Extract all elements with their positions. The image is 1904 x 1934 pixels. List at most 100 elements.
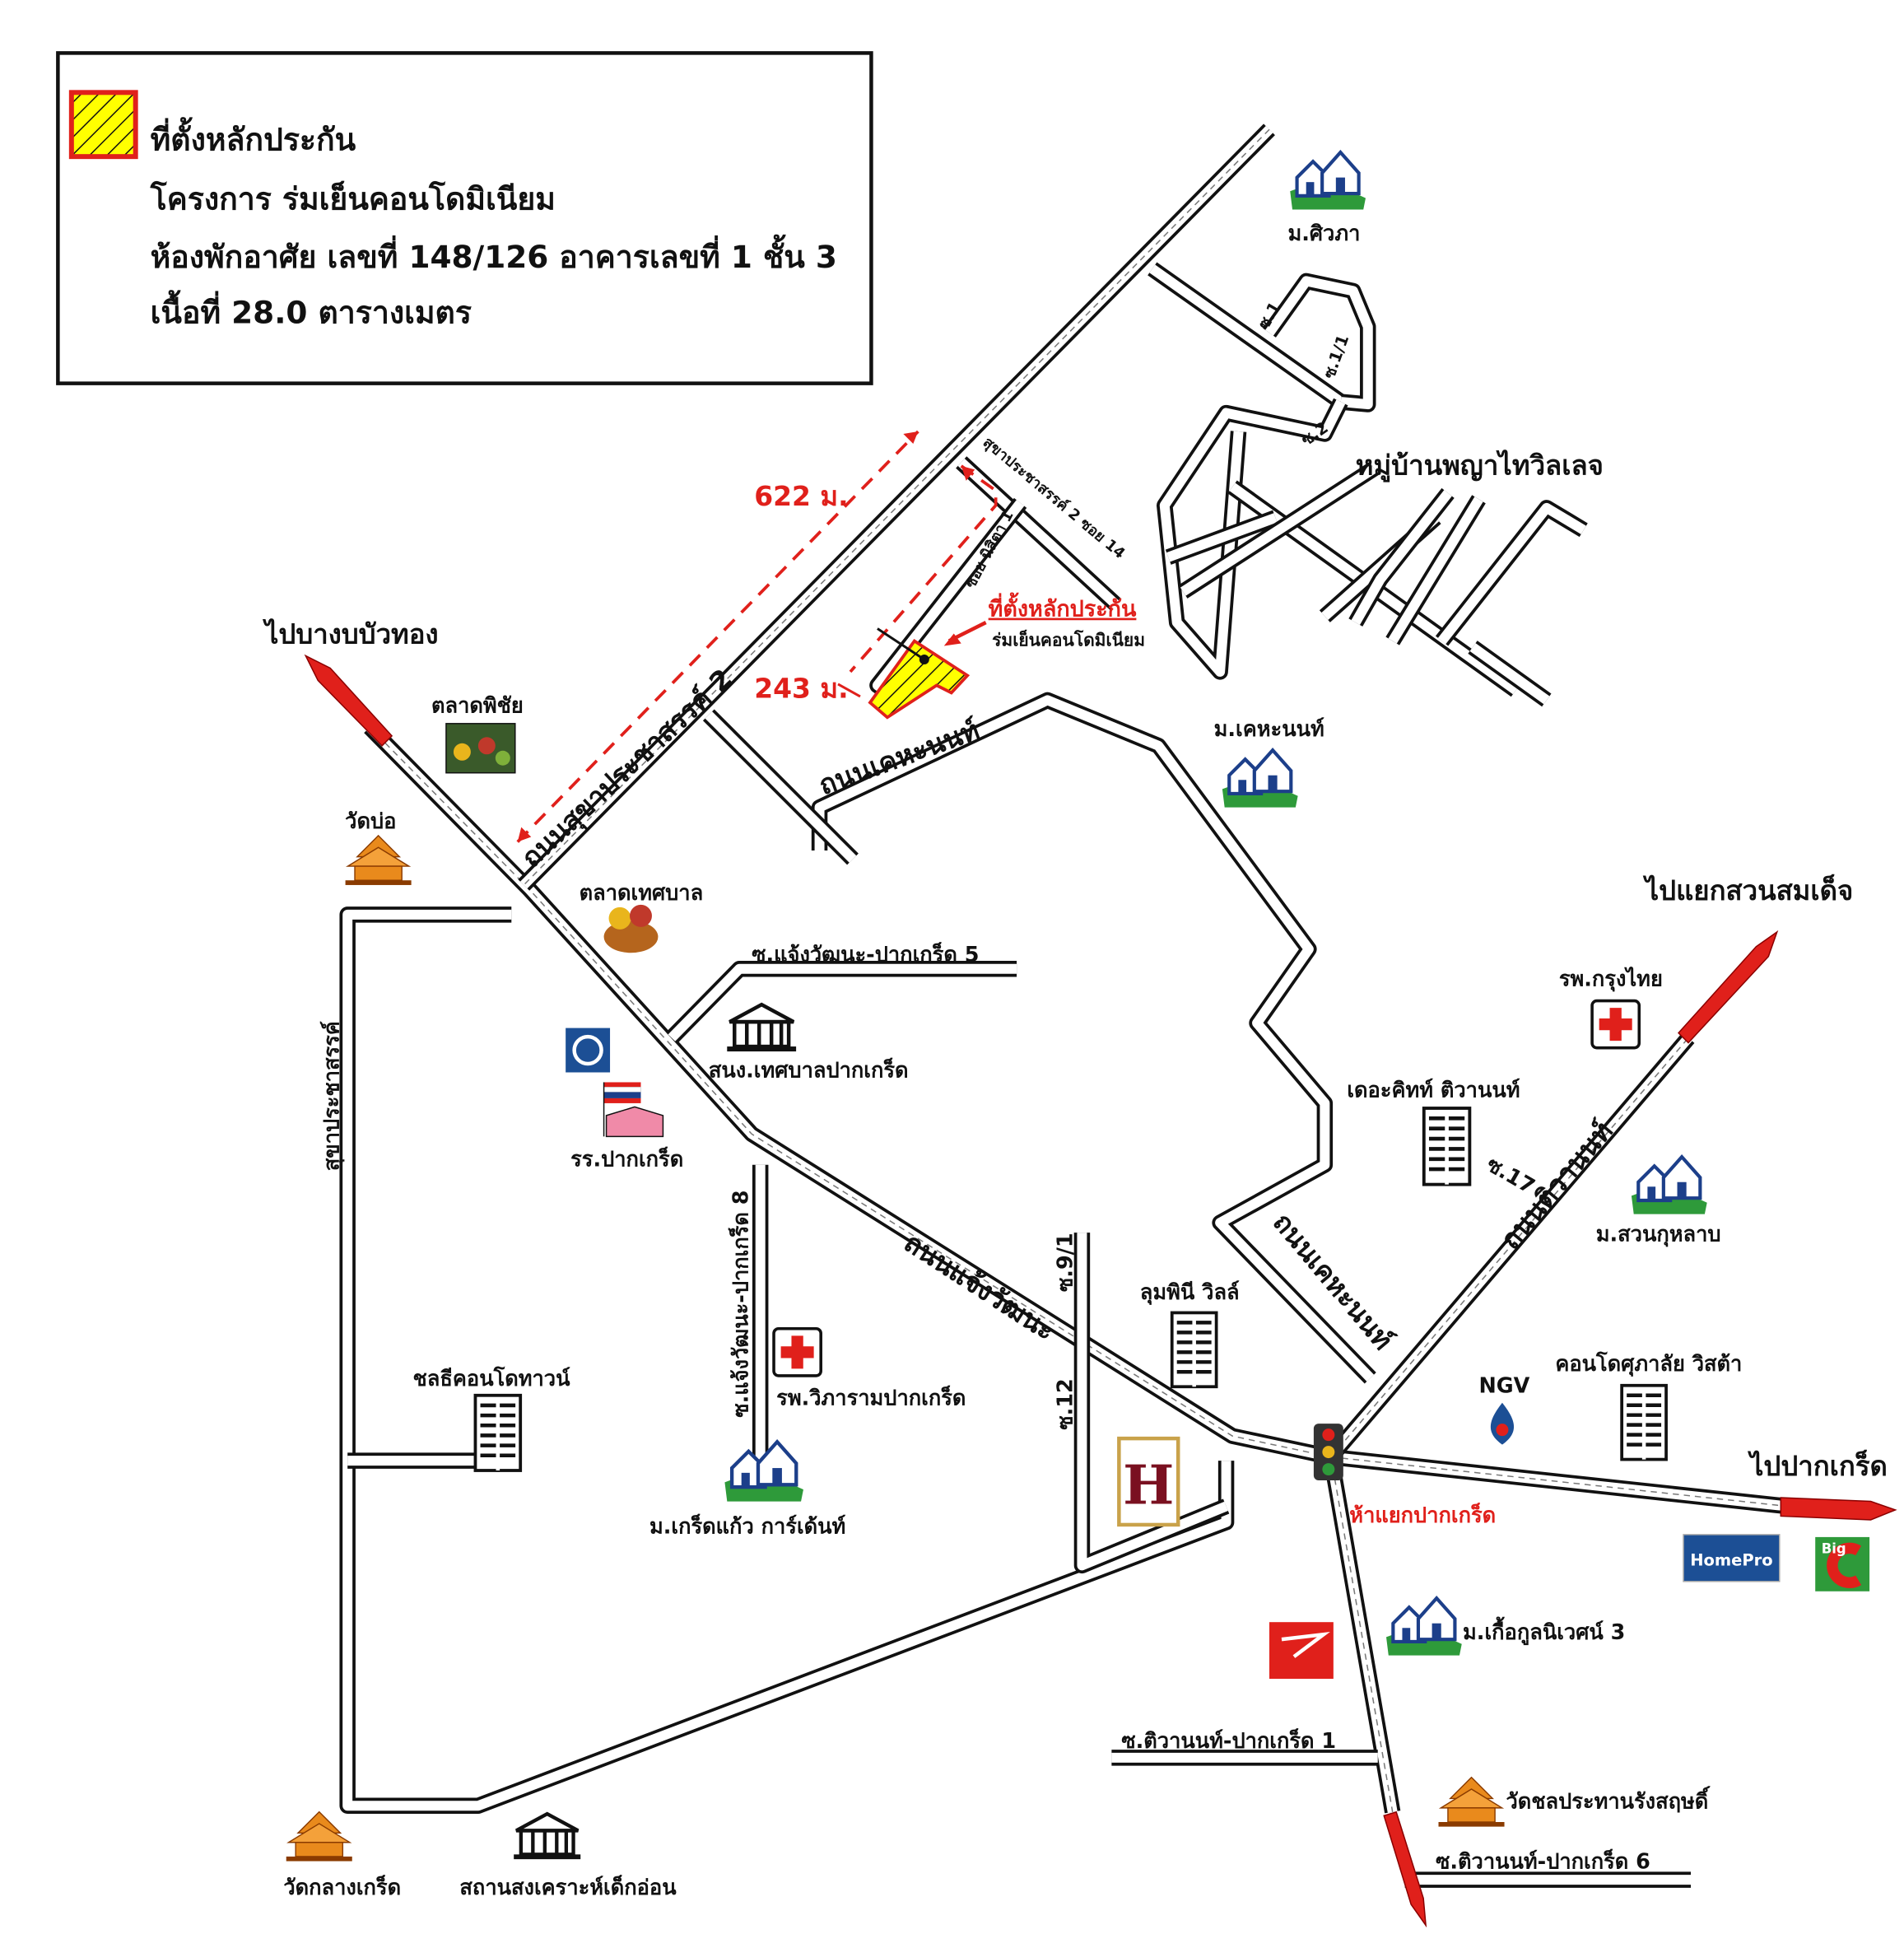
road-sukha2-stroke bbox=[520, 126, 1273, 889]
arrow-bangbuathong-icon bbox=[304, 654, 393, 747]
legend-project: โครงการ ร่มเย็นคอนโดมิเนียม bbox=[150, 180, 556, 217]
road-soi5-stroke bbox=[668, 963, 1017, 1042]
road-siwapha bbox=[1148, 262, 1346, 409]
hollywood-logo: H bbox=[1117, 1436, 1180, 1527]
distance-lines: 622 ม. 243 ม. bbox=[516, 430, 998, 843]
label-orphanage: สถานสงเคราะห์เด็กอ่อน bbox=[459, 1875, 677, 1900]
fruit-basket-icon bbox=[603, 904, 659, 953]
road-siwapha-stroke bbox=[1149, 264, 1344, 406]
road-tiwanon bbox=[1324, 1032, 1695, 1462]
road-connector-stroke bbox=[705, 711, 857, 863]
hospital-cross-icon bbox=[1590, 999, 1641, 1050]
arrow-suansomdet-icon bbox=[1678, 930, 1779, 1044]
label-municipal-office: สนง.เทศบาลปากเกร็ด bbox=[709, 1057, 909, 1083]
collateral-swatch bbox=[68, 90, 138, 160]
label-to-pakkret: ไปปากเกร็ด bbox=[1748, 1449, 1888, 1482]
label-suan-kulap: ม.สวนกุหลาบ bbox=[1596, 1223, 1721, 1248]
government-building-icon bbox=[514, 1814, 580, 1859]
label-talat-tessaban: ตลาดเทศบาล bbox=[580, 881, 704, 906]
svg-text:Big: Big bbox=[1822, 1540, 1846, 1556]
road-village-6 bbox=[1385, 495, 1486, 645]
road-label-soi5: ซ.แจ้งวัฒนะ-ปากเกร็ด 5 bbox=[752, 942, 979, 967]
hospital-cross-icon bbox=[772, 1326, 822, 1377]
road-soi1-loop-stroke bbox=[1265, 276, 1373, 410]
legend-title: ที่ตั้งหลักประกัน bbox=[151, 117, 356, 158]
legend-box: ที่ตั้งหลักประกัน โครงการ ร่มเย็นคอนโดมิ… bbox=[56, 51, 873, 385]
government-building-icon bbox=[727, 1004, 796, 1051]
label-wat-klang-kret: วัดกลางเกร็ด bbox=[283, 1875, 401, 1900]
road-label-soi8: ซ.แจ้งวัฒนะ-ปากเกร็ด 8 bbox=[729, 1190, 754, 1417]
site-name: ร่มเย็นคอนโดมิเนียม bbox=[992, 629, 1145, 650]
house-icon bbox=[1222, 750, 1298, 808]
main-road-chaengwattana bbox=[364, 721, 1333, 1466]
house-icon bbox=[1386, 1598, 1462, 1656]
house-icon bbox=[1632, 1157, 1707, 1214]
road-village-2 bbox=[1165, 510, 1278, 565]
label-ngv: NGV bbox=[1479, 1374, 1530, 1399]
condo-building-icon bbox=[1172, 1312, 1217, 1386]
homepro-logo: HomePro bbox=[1683, 1534, 1781, 1582]
label-school: รร.ปากเกร็ด bbox=[570, 1146, 683, 1172]
main-road-chaengwattana-stroke bbox=[369, 726, 1332, 1458]
temple-icon bbox=[344, 835, 412, 885]
distance-622: 622 ม. bbox=[754, 480, 848, 512]
temple-icon bbox=[1437, 1776, 1506, 1827]
label-wat-bo: วัดบ่อ bbox=[345, 809, 396, 834]
distance-243: 243 ม. bbox=[754, 672, 848, 704]
road-village-8 bbox=[1468, 641, 1552, 707]
label-talat-phichai: ตลาดพิชัย bbox=[431, 693, 524, 718]
road-label-soi1-1: ซ.1/1 bbox=[1320, 333, 1352, 381]
road-south-stroke bbox=[1330, 1456, 1394, 1812]
road-village-6-stroke bbox=[1388, 496, 1483, 644]
road-village-3 bbox=[1178, 461, 1379, 599]
label-siwapha: ม.ศิวภา bbox=[1287, 221, 1360, 246]
road-connector bbox=[702, 709, 859, 865]
arrow-south-icon bbox=[1383, 1811, 1427, 1928]
map-icons: H HomePro Big bbox=[286, 152, 1870, 1862]
label-to-suan-somdet: ไปแยกสวนสมเด็จ bbox=[1643, 874, 1854, 906]
post-office-logo bbox=[1269, 1622, 1334, 1680]
road-to-pakkret-stroke bbox=[1330, 1456, 1787, 1508]
place-labels: ไปบางบบัวทอง ตลาดพิชัย วัดบ่อ ตลาดเทศบาล… bbox=[263, 221, 1888, 1900]
road-soi1-loop bbox=[1263, 273, 1376, 412]
road-label-nisita: ซอย นิสิตา 1 bbox=[962, 508, 1017, 591]
road-label-tiwanon6: ซ.ติวานนท์-ปากเกร็ด 6 bbox=[1436, 1849, 1650, 1875]
label-kitt: เดอะคิทท์ ติวานนท์ bbox=[1347, 1077, 1520, 1102]
road-label-sukha2: ถนนสุขาประชาสรรค์ 2 bbox=[515, 662, 740, 874]
road-south bbox=[1323, 1455, 1401, 1814]
road-village-7-stroke bbox=[1437, 502, 1586, 645]
label-to-bangbuathong: ไปบางบบัวทอง bbox=[263, 618, 439, 650]
road-label-chaengwattana: ถนนแจ้งวัฒนะ bbox=[899, 1226, 1061, 1347]
label-kuakun: ม.เกื้อกูลนิเวศน์ 3 bbox=[1463, 1616, 1625, 1646]
road-soi5 bbox=[665, 961, 1017, 1044]
legend-area: เนื้อที่ 28.0 ตารางเมตร bbox=[151, 289, 472, 330]
house-icon bbox=[1290, 152, 1366, 210]
road-village-loop-stroke bbox=[1159, 399, 1346, 677]
ngv-station-icon bbox=[1490, 1402, 1515, 1445]
road-village-2-stroke bbox=[1166, 513, 1278, 562]
svg-text:HomePro: HomePro bbox=[1690, 1550, 1772, 1569]
label-phayathai-village: หมู่บ้านพญาไทวิลเลจ bbox=[1356, 449, 1604, 482]
road-tiwanon-stroke bbox=[1330, 1037, 1689, 1458]
arrow-pakkret-icon bbox=[1780, 1497, 1897, 1521]
road-village-8-stroke bbox=[1469, 643, 1550, 705]
label-krungthai-hospital: รพ.กรุงไทย bbox=[1559, 967, 1663, 993]
label-wat-chonprathan: วัดชลประทานรังสฤษดิ์ bbox=[1506, 1785, 1710, 1814]
road-kheha-stroke bbox=[814, 695, 1375, 1382]
road-sukha2 bbox=[518, 123, 1275, 891]
label-m-kheha: ม.เคหะนนท์ bbox=[1214, 716, 1324, 742]
label-ha-yaek-pakkret: ห้าแยกปากเกร็ด bbox=[1349, 1503, 1496, 1528]
road-to-pakkret bbox=[1329, 1448, 1788, 1515]
label-chonthi: ชลธีคอนโดทาวน์ bbox=[413, 1366, 571, 1391]
condo-building-icon bbox=[1424, 1108, 1470, 1185]
road-kheha bbox=[811, 692, 1376, 1384]
road-village-5-stroke bbox=[1351, 490, 1452, 626]
condo-building-icon bbox=[1622, 1386, 1666, 1460]
road-label-soi12: ซ.12 bbox=[1053, 1378, 1078, 1429]
label-supalai: คอนโดศุภาลัย วิสต้า bbox=[1555, 1351, 1742, 1377]
road-village-loop bbox=[1157, 398, 1348, 680]
bigc-logo: Big bbox=[1815, 1536, 1870, 1591]
legend-unit: ห้องพักอาศัย เลขที่ 148/126 อาคารเลขที่ … bbox=[151, 234, 837, 275]
road-label-kheha: ถนนเคหะนนท์ bbox=[814, 714, 983, 802]
